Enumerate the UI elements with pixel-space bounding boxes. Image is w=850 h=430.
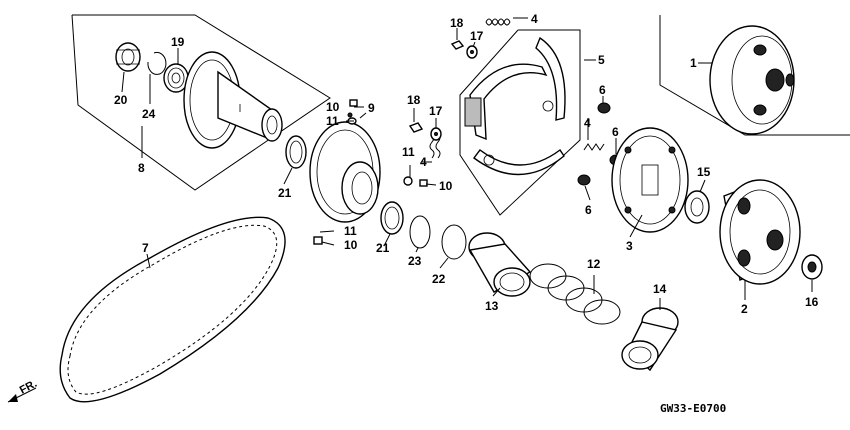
- callout-21-lower: 21: [376, 241, 390, 255]
- spring-top: [485, 18, 511, 26]
- seal-collar: [621, 307, 679, 372]
- callout-16: 16: [805, 295, 819, 309]
- callout-17-top: 17: [470, 29, 484, 43]
- callout-10-middle: 10: [439, 179, 453, 193]
- clip-top: [450, 40, 465, 50]
- callout-18-top: 18: [450, 16, 464, 30]
- callout-1: 1: [690, 56, 697, 70]
- o-ring-23: [409, 215, 431, 249]
- damper-lower: [577, 174, 591, 186]
- movable-driven-face: [309, 112, 381, 223]
- oil-seal-upper: [285, 135, 307, 169]
- clutch-shoe-set: [464, 36, 566, 176]
- spring-right: [583, 143, 605, 151]
- group-box-clutch-outer: [659, 15, 850, 136]
- callout-2: 2: [741, 302, 748, 316]
- washer-middle: [430, 127, 442, 141]
- clip-middle: [408, 122, 424, 133]
- callout-5: 5: [598, 53, 605, 67]
- spring-collar: [468, 232, 532, 297]
- circlip: [147, 51, 167, 75]
- callout-4-right: 4: [584, 116, 591, 130]
- callouts: 1 2 3 4 4 4 5 6 6 6 7 8 9 10 10 10 11 11…: [114, 12, 819, 316]
- o-ring-22: [441, 224, 467, 260]
- clutch-seal: [684, 190, 710, 224]
- callout-23: 23: [408, 254, 422, 268]
- callout-7: 7: [142, 241, 149, 255]
- callout-10-lower: 10: [344, 238, 358, 252]
- callout-11-upper: 11: [326, 114, 339, 128]
- callout-6-lower: 6: [585, 203, 592, 217]
- callout-13: 13: [485, 299, 499, 313]
- guide-pin-lower: [313, 236, 323, 245]
- needle-bearing: [115, 42, 141, 72]
- callout-19: 19: [171, 35, 185, 49]
- front-label: FR.: [18, 378, 39, 397]
- callout-11-middle: 11: [402, 145, 415, 159]
- washer-top: [466, 45, 478, 59]
- damper-upper: [597, 102, 611, 114]
- group-box-driven-face: [71, 14, 331, 191]
- callout-18-middle: 18: [407, 93, 421, 107]
- callout-24: 24: [142, 107, 156, 121]
- callout-15: 15: [697, 165, 711, 179]
- callout-8: 8: [138, 161, 145, 175]
- front-arrow: [7, 387, 37, 403]
- drive-plate: [611, 127, 689, 233]
- callout-17-middle: 17: [429, 104, 443, 118]
- callout-3: 3: [626, 239, 633, 253]
- guide-pin-upper: [349, 99, 358, 107]
- guide-pin-middle: [419, 179, 428, 187]
- clutch-nut: [801, 254, 823, 280]
- callout-6-upper: 6: [599, 83, 606, 97]
- leader-lines: [121, 17, 813, 310]
- callout-10-upper: 10: [326, 100, 340, 114]
- diagram-code: GW33-E0700: [660, 402, 726, 415]
- clutch-outer-assembly: [709, 25, 795, 135]
- oil-seal-lower: [380, 201, 404, 235]
- driven-face-spring: [529, 263, 621, 325]
- guide-roller-middle: [403, 176, 413, 186]
- callout-20: 20: [114, 93, 128, 107]
- callout-22: 22: [432, 272, 446, 286]
- group-box-clutch-weights: [459, 29, 581, 216]
- drive-belt: [59, 216, 286, 403]
- driven-face: [183, 51, 283, 149]
- callout-4-middle: 4: [420, 155, 427, 169]
- callout-9: 9: [368, 101, 375, 115]
- callout-11-lower: 11: [344, 224, 357, 238]
- callout-21-upper: 21: [278, 186, 292, 200]
- callout-4-top: 4: [531, 12, 538, 26]
- callout-12: 12: [587, 257, 601, 271]
- callout-6-middle: 6: [612, 125, 619, 139]
- callout-14: 14: [653, 282, 667, 296]
- clutch-outer: [719, 179, 801, 285]
